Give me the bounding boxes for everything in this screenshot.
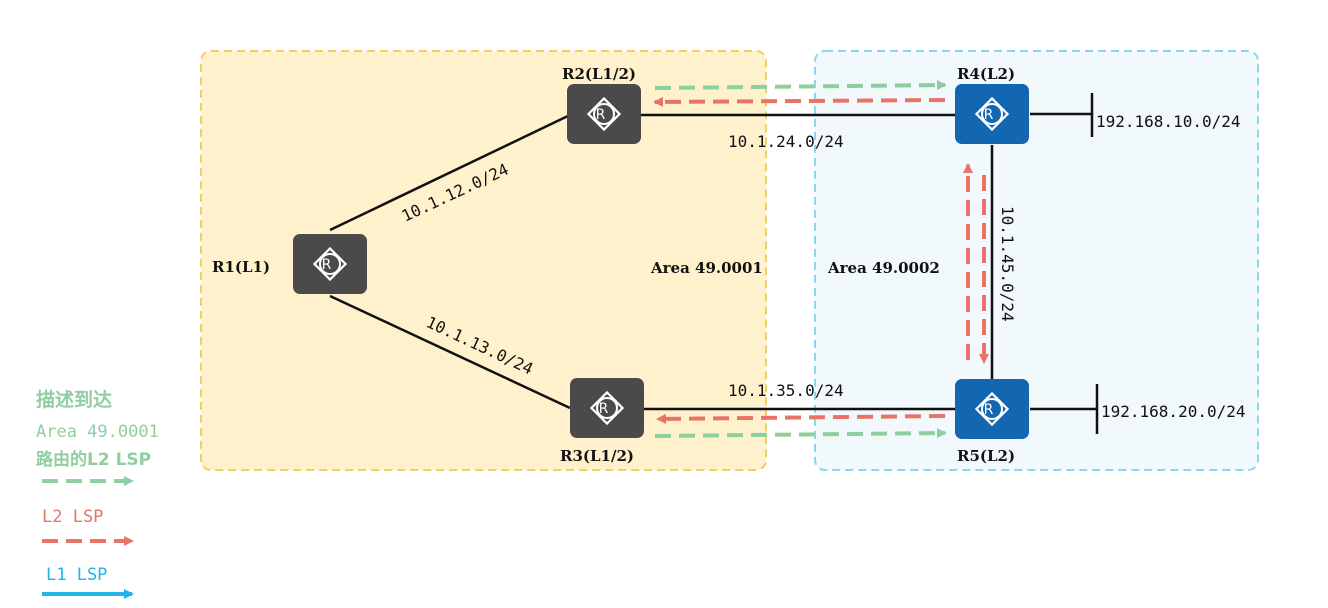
legend-green-title-line3: 路由的L2 LSP xyxy=(36,449,151,470)
area-label-49-0001: Area 49.0001 xyxy=(650,259,763,277)
green-lsp-r2-to-r4 xyxy=(654,80,947,91)
subnet-label-r3-r5: 10.1.35.0/24 xyxy=(728,381,844,400)
red-lsp-r4-to-r2 xyxy=(653,96,946,107)
svg-text:R: R xyxy=(984,402,994,418)
router-r3[interactable]: R xyxy=(570,378,644,438)
green-lsp-r3-to-r5 xyxy=(654,428,947,439)
router-r1[interactable]: R xyxy=(293,234,367,294)
subnet-label-r4-r5: 10.1.45.0/24 xyxy=(998,206,1017,322)
legend-green-title-line2: Area 49.0001 xyxy=(36,422,159,442)
link-r1-r2 xyxy=(329,113,571,232)
router-label-r5: R5(L2) xyxy=(957,447,1015,465)
legend-red-title: L2 LSP xyxy=(42,507,103,527)
svg-text:R: R xyxy=(599,401,609,417)
legend-blue-title: L1 LSP xyxy=(46,565,107,585)
svg-text:R: R xyxy=(596,107,606,123)
router-r4[interactable]: R xyxy=(955,84,1029,144)
router-label-r3: R3(L1/2) xyxy=(560,447,634,465)
legend-green-title-line1: 描述到达 xyxy=(36,388,112,411)
router-r5[interactable]: R xyxy=(955,379,1029,439)
area-49-0001-box xyxy=(200,50,767,471)
svg-text:R: R xyxy=(984,107,994,123)
svg-text:R: R xyxy=(322,257,332,273)
router-label-r1: R1(L1) xyxy=(212,258,270,276)
area-49-0002-box xyxy=(814,50,1259,471)
router-r2[interactable]: R xyxy=(567,84,641,144)
router-label-r2: R2(L1/2) xyxy=(562,65,636,83)
link-r1-r3 xyxy=(329,294,571,410)
router-label-r4: R4(L2) xyxy=(957,65,1015,83)
subnet-label-r2-r4: 10.1.24.0/24 xyxy=(728,132,844,151)
network-label-r4: 192.168.10.0/24 xyxy=(1096,112,1241,131)
network-label-r5: 192.168.20.0/24 xyxy=(1101,402,1246,421)
area-label-49-0002: Area 49.0002 xyxy=(827,259,940,277)
